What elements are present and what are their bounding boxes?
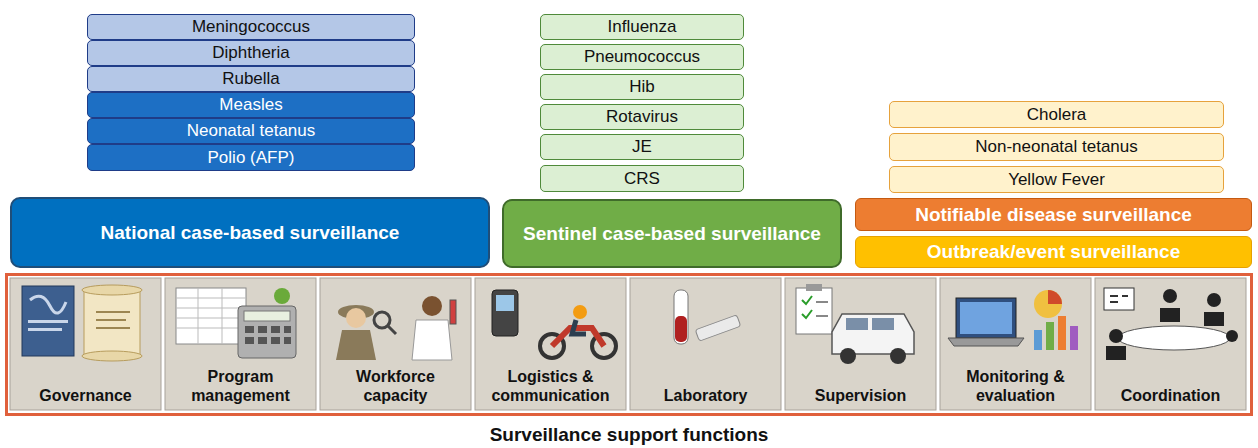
- support-tile: Laboratory: [630, 278, 781, 410]
- laboratory-icon: [674, 290, 741, 344]
- node-label: CRS: [624, 169, 660, 189]
- node-label: Outbreak/event surveillance: [927, 241, 1180, 263]
- node-label: Laboratory: [664, 387, 748, 405]
- disease-box: Measles: [87, 92, 415, 118]
- node-label: Pneumococcus: [584, 47, 700, 67]
- node-label: Governance: [39, 387, 131, 405]
- surveillance-band: National case-based surveillance: [10, 197, 490, 268]
- disease-box: Meningococcus: [87, 14, 415, 40]
- support-tile: Monitoring & evaluation: [940, 278, 1091, 410]
- disease-box: JE: [540, 134, 744, 160]
- disease-box: Diphtheria: [87, 40, 415, 66]
- disease-box: Influenza: [540, 14, 744, 40]
- disease-box: Non-neonatal tetanus: [889, 133, 1224, 161]
- support-tile: Workforce capacity: [320, 278, 471, 410]
- node-label: Monitoring & evaluation: [946, 368, 1086, 405]
- governance-icon: [22, 285, 142, 361]
- disease-box: Neonatal tetanus: [87, 118, 415, 144]
- node-label: Coordination: [1121, 387, 1221, 405]
- disease-box: Cholera: [889, 101, 1224, 128]
- node-label: Hib: [629, 77, 655, 97]
- disease-box: Rubella: [87, 66, 415, 92]
- node-label: Rotavirus: [606, 107, 678, 127]
- node-label: National case-based surveillance: [101, 222, 400, 244]
- supervision-icon: [796, 284, 914, 364]
- surveillance-band: Notifiable disease surveillance: [855, 198, 1252, 231]
- node-label: Workforce capacity: [326, 368, 466, 405]
- node-label: Diphtheria: [212, 43, 290, 63]
- disease-box: Polio (AFP): [87, 144, 415, 171]
- node-label: Logistics & communication: [481, 368, 621, 405]
- node-label: Yellow Fever: [1008, 170, 1105, 190]
- node-label: Polio (AFP): [208, 148, 295, 168]
- coordination-icon: [1104, 288, 1238, 360]
- support-tile: Program management: [165, 278, 316, 410]
- logistics-icon: [492, 290, 616, 358]
- node-label: Meningococcus: [192, 17, 310, 37]
- support-tile: Logistics & communication: [475, 278, 626, 410]
- node-label: Rubella: [222, 69, 280, 89]
- program-management-icon: [176, 288, 296, 358]
- node-label: Cholera: [1027, 105, 1087, 125]
- node-label: Non-neonatal tetanus: [975, 137, 1138, 157]
- support-tile: Coordination: [1095, 278, 1246, 410]
- surveillance-band: Outbreak/event surveillance: [855, 236, 1252, 268]
- disease-box: Hib: [540, 74, 744, 100]
- node-label: JE: [632, 137, 652, 157]
- support-panel: Surveillance support functions Governance…: [5, 273, 1253, 448]
- support-tile: Supervision: [785, 278, 936, 410]
- node-label: Supervision: [815, 387, 907, 405]
- node-label: Notifiable disease surveillance: [915, 204, 1192, 226]
- node-label: Influenza: [608, 17, 677, 37]
- monitoring-icon: [948, 290, 1078, 350]
- support-tile: Governance: [10, 278, 161, 410]
- surveillance-band: Sentinel case-based surveillance: [502, 199, 842, 268]
- panel-caption: Surveillance support functions: [5, 424, 1253, 446]
- disease-box: CRS: [540, 165, 744, 192]
- node-label: Sentinel case-based surveillance: [523, 223, 821, 245]
- disease-box: Yellow Fever: [889, 166, 1224, 193]
- node-label: Neonatal tetanus: [187, 121, 316, 141]
- workforce-icon: [336, 296, 456, 360]
- node-label: Program management: [171, 368, 311, 405]
- node-label: Measles: [219, 95, 282, 115]
- disease-box: Rotavirus: [540, 104, 744, 130]
- disease-box: Pneumococcus: [540, 44, 744, 70]
